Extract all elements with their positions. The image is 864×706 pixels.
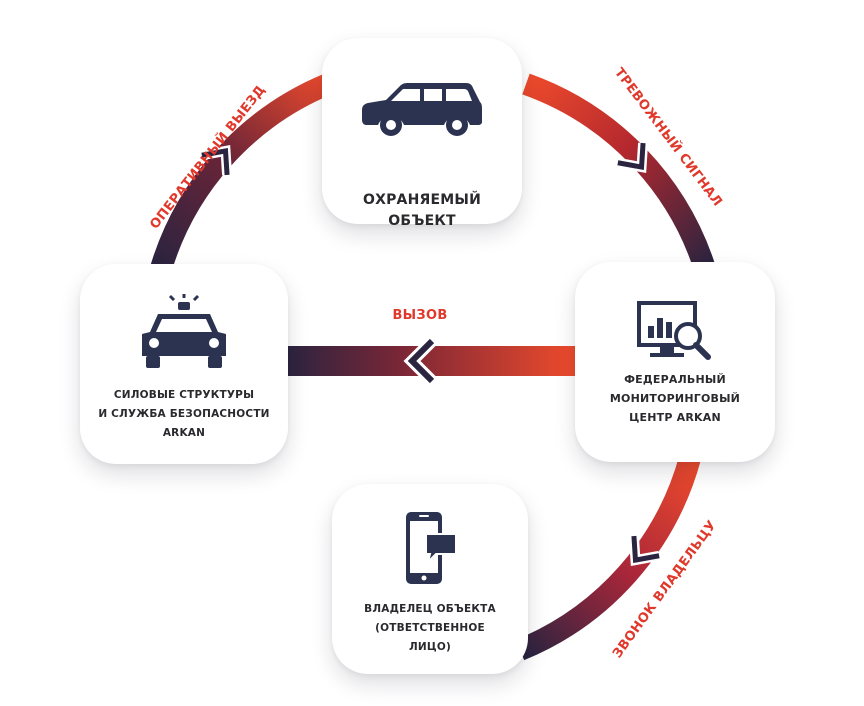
security-forces-label: СИЛОВЫЕ СТРУКТУРЫ И СЛУЖБА БЕЗОПАСНОСТИ …: [98, 389, 270, 439]
node-security-forces: СИЛОВЫЕ СТРУКТУРЫ И СЛУЖБА БЕЗОПАСНОСТИ …: [80, 264, 288, 464]
bar-call: [286, 346, 576, 376]
chevron-rapid-response-icon: [200, 144, 233, 176]
node-monitoring-center: ФЕДЕРАЛЬНЫЙ МОНИТОРИНГОВЫЙ ЦЕНТР ARKAN: [575, 262, 775, 462]
node-protected-object: ОХРАНЯЕМЫЙ ОБЪЕКТ: [322, 38, 522, 229]
monitoring-center-label: ФЕДЕРАЛЬНЫЙ МОНИТОРИНГОВЫЙ ЦЕНТР ARKAN: [609, 373, 741, 424]
monitor-analytics-icon: [575, 300, 775, 362]
chevron-alarm-signal-icon: [616, 142, 649, 174]
chevron-owner-call-icon: [628, 535, 661, 567]
suv-car-icon: [322, 80, 522, 138]
protected-object-label: ОХРАНЯЕМЫЙ ОБЪЕКТ: [362, 192, 481, 229]
node-owner: ВЛАДЕЛЕЦ ОБЪЕКТА (ОТВЕТСТВЕННОЕ ЛИЦО): [332, 484, 528, 674]
arc-owner-call: [515, 455, 701, 661]
arc-alarm-signal: [522, 73, 717, 276]
smartphone-message-icon: [332, 510, 528, 586]
chevron-call-icon: [403, 336, 437, 386]
owner-label: ВЛАДЕЛЕЦ ОБЪЕКТА (ОТВЕТСТВЕННОЕ ЛИЦО): [364, 603, 496, 653]
police-car-icon: [80, 294, 288, 370]
label-call: ВЫЗОВ: [392, 308, 448, 323]
